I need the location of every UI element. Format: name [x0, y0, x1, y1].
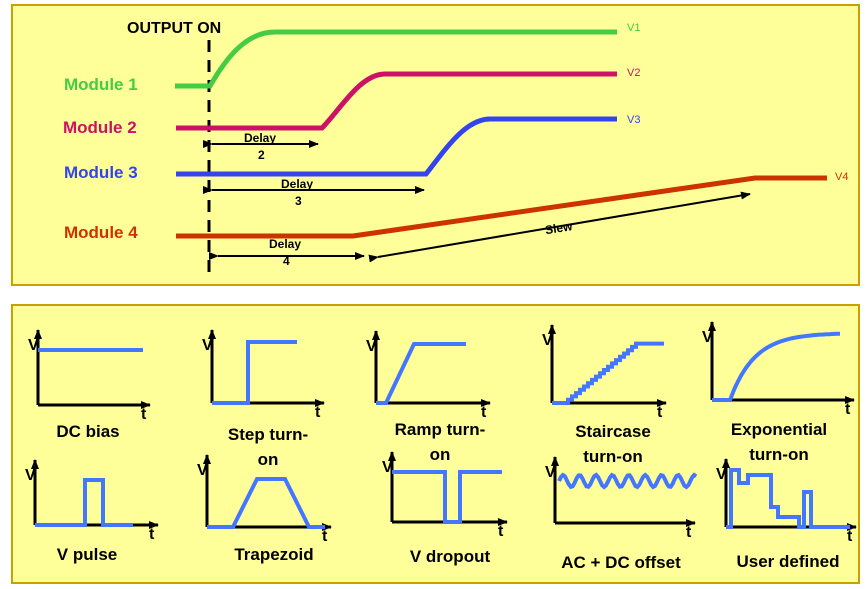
waveform-trace	[207, 477, 325, 529]
axis-v-label: V	[542, 332, 553, 349]
axis-t-label: t	[686, 524, 692, 541]
module-3-v-label: V3	[627, 114, 640, 126]
module-1-label: Module 1	[64, 75, 138, 94]
axis-v-label: V	[382, 459, 393, 476]
output-on-label: OUTPUT ON	[127, 20, 221, 37]
axis-t-label: t	[322, 528, 328, 545]
delay-3-line2: 3	[295, 194, 302, 208]
axis-t-label: t	[149, 526, 155, 543]
waveform-caption: Step turn-	[228, 425, 308, 444]
waveform-caption: V pulse	[57, 545, 117, 564]
axis-v-label: V	[25, 467, 36, 484]
waveform-trace	[376, 342, 466, 405]
waveform-caption: Exponential	[731, 420, 827, 439]
axis-v-label: V	[202, 337, 213, 354]
axis-t-label: t	[481, 404, 487, 421]
waveform-caption: AC + DC offset	[561, 553, 681, 572]
axis-v-label: V	[28, 337, 39, 354]
axis-v-label: V	[197, 462, 208, 479]
delay-3-annotation: Delay 3	[203, 177, 425, 208]
module-2-label: Module 2	[63, 118, 137, 137]
module-4-label: Module 4	[64, 223, 138, 242]
axis-v-label: V	[716, 466, 727, 483]
delay-4-annotation: Delay 4	[209, 237, 365, 268]
waveform-trace	[392, 470, 502, 524]
waveform-cell: Vt DC bias	[28, 329, 151, 441]
waveform-caption: Ramp turn-	[395, 420, 486, 439]
sequencing-panel-bg	[11, 4, 860, 286]
module-1-v-label: V1	[627, 22, 640, 34]
waveform-caption: Trapezoid	[234, 545, 313, 564]
delay-2-line2: 2	[258, 148, 265, 162]
waveform-trace	[35, 478, 133, 527]
slew-arrow	[368, 191, 751, 263]
waveform-cell: Vt V dropout	[382, 451, 508, 566]
waveform-caption: turn-on	[583, 447, 642, 466]
slew-annotation: Slew	[368, 191, 751, 263]
axis-t-label: t	[141, 406, 147, 423]
waveform-library-panel-bg	[11, 304, 860, 584]
axis-t-label: t	[847, 528, 853, 545]
sequencing-panel: OUTPUT ON Module 1 V1 Module 2 V2 Module…	[11, 4, 860, 286]
waveform-trace	[726, 468, 850, 529]
delay-3-line1: Delay	[281, 177, 313, 191]
module-4-v-label: V4	[835, 171, 848, 183]
delay-4-line1: Delay	[269, 237, 301, 251]
waveform-caption: DC bias	[56, 422, 119, 441]
axis-v-label: V	[366, 338, 377, 355]
axis-v-label: V	[545, 464, 556, 481]
module-2-trace	[176, 71, 617, 131]
delay-2-annotation: Delay 2	[203, 131, 319, 162]
slew-label: Slew	[544, 219, 574, 237]
axis-t-label: t	[657, 404, 663, 421]
waveform-caption: Staircase	[575, 422, 651, 441]
axis-t-label: t	[845, 401, 851, 418]
waveform-cell: Vt V pulse	[25, 459, 159, 564]
waveform-cell: Vt AC + DC offset	[545, 456, 698, 572]
module-2-v-label: V2	[627, 67, 640, 79]
waveform-trace	[212, 340, 297, 405]
axis-t-label: t	[315, 404, 321, 421]
module-1-trace	[175, 29, 617, 89]
waveform-trace	[557, 472, 698, 490]
waveform-caption: V dropout	[410, 547, 491, 566]
axis-v-label: V	[702, 329, 713, 346]
waveform-caption: on	[430, 445, 451, 464]
axis-t-label: t	[498, 523, 504, 540]
module-3-label: Module 3	[64, 163, 138, 182]
waveform-caption: on	[258, 450, 279, 469]
waveform-trace	[712, 331, 841, 402]
waveform-trace	[552, 341, 664, 405]
delay-4-line2: 4	[283, 254, 290, 268]
module-3-trace	[176, 116, 617, 177]
delay-2-line1: Delay	[244, 131, 276, 145]
waveform-caption: turn-on	[749, 445, 808, 464]
waveform-caption: User defined	[737, 552, 840, 571]
